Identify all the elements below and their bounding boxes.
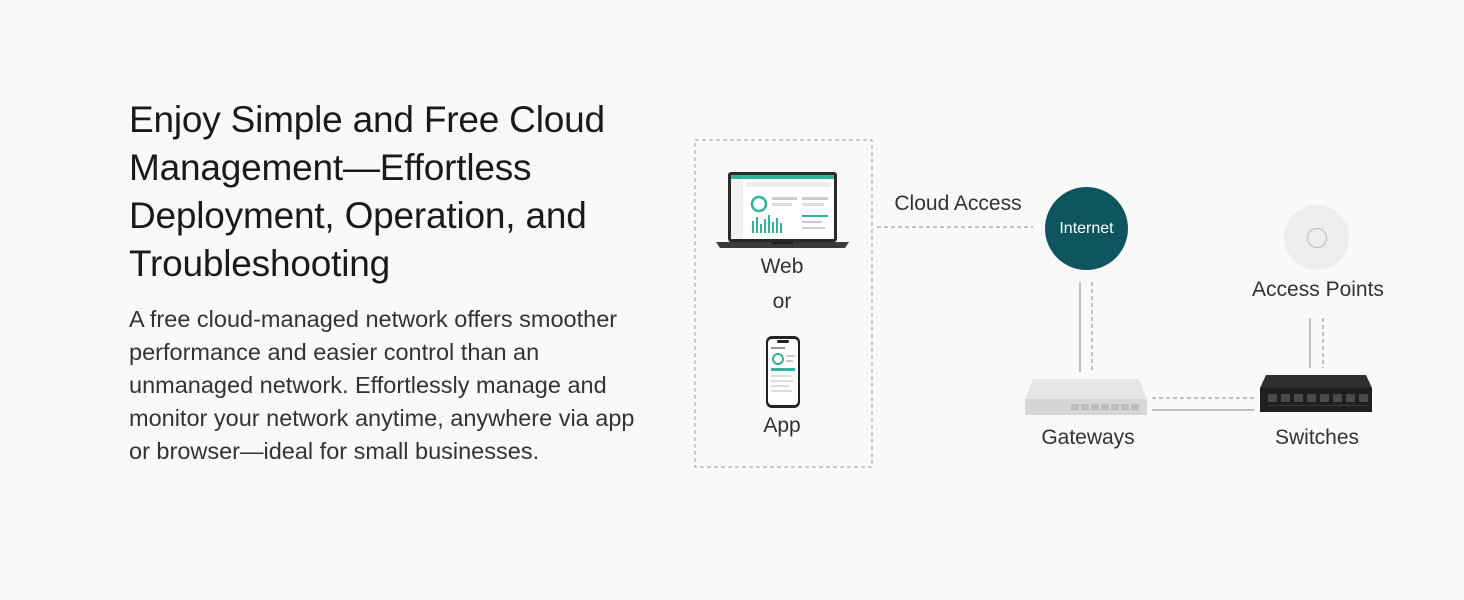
switch-icon [1260, 375, 1372, 412]
access-point-icon [1284, 205, 1349, 270]
switches-label: Switches [1274, 426, 1360, 449]
or-label: or [772, 290, 792, 313]
phone-icon [766, 336, 800, 408]
laptop-icon [716, 172, 849, 248]
cloud-access-label: Cloud Access [894, 192, 1022, 215]
internet-label: Internet [1059, 219, 1114, 237]
access-point-led [1306, 227, 1327, 248]
description: A free cloud-managed network offers smoo… [129, 306, 635, 464]
headline: Enjoy Simple and Free Cloud Management—E… [129, 99, 605, 284]
web-label: Web [760, 255, 804, 278]
access-points-label: Access Points [1252, 278, 1384, 301]
internet-node: Internet [1045, 187, 1128, 270]
gateways-label: Gateways [1041, 426, 1135, 449]
app-label: App [763, 414, 801, 437]
gateway-icon [1025, 379, 1147, 415]
